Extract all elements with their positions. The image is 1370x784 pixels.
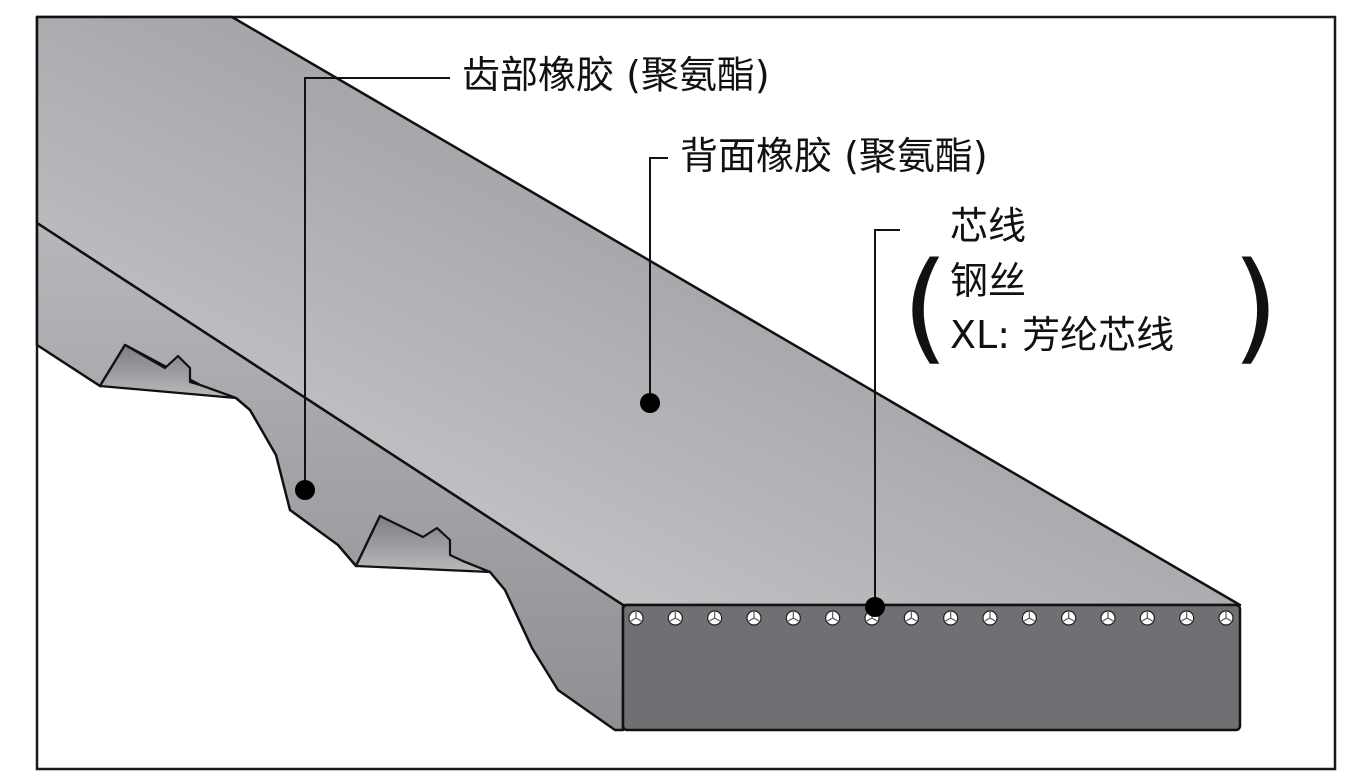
- label-core-title: 芯线: [950, 204, 1027, 248]
- core-cord: [707, 610, 723, 626]
- core-cord: [628, 610, 644, 626]
- core-cord: [1218, 610, 1234, 626]
- marker-dot-tooth: [295, 480, 315, 500]
- paren-close: ): [1232, 238, 1279, 377]
- belt-end-face: [621, 603, 1242, 732]
- label-tooth-rubber: 齿部橡胶 (聚氨酯): [462, 53, 770, 97]
- leader-line-core: [874, 229, 900, 607]
- core-cord-row: [628, 610, 1234, 626]
- label-back-rubber: 背面橡胶 (聚氨酯): [680, 134, 988, 178]
- paren-open: (: [902, 238, 949, 377]
- marker-dot-core: [865, 597, 885, 617]
- tooth-gap-1: [98, 343, 238, 400]
- core-cord: [1100, 610, 1116, 626]
- label-core-steel: 钢丝: [950, 259, 1027, 303]
- core-cord: [1139, 610, 1155, 626]
- core-cord: [1179, 610, 1195, 626]
- core-cord: [903, 610, 919, 626]
- core-cord: [785, 610, 801, 626]
- core-cord: [982, 610, 998, 626]
- core-cord: [667, 610, 683, 626]
- marker-dot-back: [640, 393, 660, 413]
- leader-line-back: [649, 157, 668, 403]
- core-cord: [1061, 610, 1077, 626]
- core-cord: [746, 610, 762, 626]
- tooth-gap-2: [354, 514, 492, 574]
- label-core-xl: XL: 芳纶芯线: [950, 313, 1175, 357]
- core-cord: [943, 610, 959, 626]
- core-cord: [1021, 610, 1037, 626]
- leader-line-tooth: [304, 77, 450, 490]
- core-cord: [825, 610, 841, 626]
